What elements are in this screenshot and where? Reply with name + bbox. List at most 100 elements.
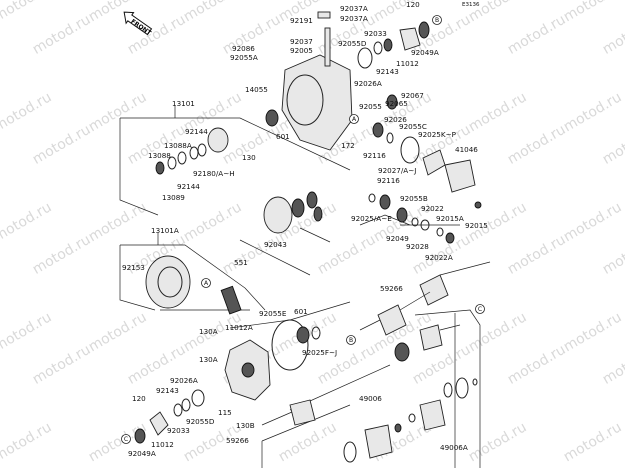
part-label: 120 — [132, 394, 146, 403]
watermark: motod.ru — [600, 232, 625, 278]
part-label: 11012 — [151, 440, 174, 449]
watermark: motod.ru — [86, 309, 150, 355]
part-label: 92055D — [338, 39, 367, 48]
watermark: motod.ru — [30, 342, 94, 388]
part-label: 92026A — [170, 376, 198, 385]
part-label: 92116 — [377, 176, 400, 185]
part-labels: 92191 92037A 92037A 92037 92005 92086 92… — [122, 0, 488, 458]
watermark: motod.ru — [0, 419, 54, 465]
part-label: 92033 — [364, 29, 387, 38]
svg-text:C: C — [124, 436, 128, 443]
part-label: 92049A — [128, 449, 156, 458]
watermark: motod.ru — [220, 232, 284, 278]
part-label: 92037 — [290, 37, 313, 46]
part-label: 13088A — [164, 141, 192, 150]
watermark: motod.ru — [505, 122, 569, 168]
callout-b: B — [346, 335, 356, 345]
svg-text:A: A — [352, 116, 357, 123]
watermark: motod.ru — [561, 89, 625, 135]
part-label: 130 — [242, 153, 256, 162]
part-label: 92086 — [232, 44, 255, 53]
rear-cover — [224, 339, 271, 401]
part-label: 92055B — [400, 194, 428, 203]
part-label: 41046 — [455, 145, 478, 154]
part-label: 92025/A~E — [351, 214, 392, 223]
watermark: motod.ru — [600, 12, 625, 58]
part-label: 13101A — [151, 226, 179, 235]
callout-a: A — [349, 114, 359, 124]
watermark: motod.ru — [561, 309, 625, 355]
watermark: motod.ru — [86, 89, 150, 135]
part-label: 92022 — [421, 204, 444, 213]
part-label: 130B — [236, 421, 255, 430]
part-label: 92033 — [167, 426, 190, 435]
diagram-code: E3136 — [462, 2, 480, 8]
part-label: 92025F~J — [302, 348, 337, 357]
watermark: motod.ru — [86, 199, 150, 245]
part-label: 92180/A~H — [193, 169, 235, 178]
part-label: 49006 — [359, 394, 382, 403]
watermark: motod.ru — [315, 232, 379, 278]
part-label: 92028 — [406, 242, 429, 251]
differential-assembly — [263, 191, 331, 243]
part-label: 92049 — [386, 234, 409, 243]
part-label: 92005 — [290, 46, 313, 55]
part-label: 92067 — [401, 91, 424, 100]
part-label: 59266 — [380, 284, 403, 293]
part-label: 601 — [294, 307, 308, 316]
part-label: 92026 — [384, 115, 407, 124]
part-label: 92144 — [185, 127, 208, 136]
pinion-gear — [220, 285, 242, 315]
watermark: motod.ru — [561, 0, 625, 25]
group-bracket-13101 — [119, 106, 351, 276]
watermark: motod.ru — [466, 309, 530, 355]
part-label: 92055A — [230, 53, 258, 62]
drive-shaft-59266 — [359, 261, 491, 336]
drive-shaft-lower — [261, 324, 461, 426]
part-label: 92055C — [399, 122, 427, 131]
watermark: motod.ru — [181, 199, 245, 245]
watermark: motod.ru — [30, 232, 94, 278]
part-label: 11012A — [225, 323, 253, 332]
cv-boot-49006a — [408, 377, 478, 431]
part-label: 92143 — [156, 386, 179, 395]
bearing-housing-41046 — [444, 159, 476, 193]
part-label: 92022A — [425, 253, 453, 262]
callout-c: C — [475, 304, 485, 314]
callout-c: C — [121, 434, 131, 444]
watermark: motod.ru — [505, 232, 569, 278]
watermark: motod.ru — [561, 419, 625, 465]
part-label: 92027/A~J — [378, 166, 416, 175]
watermark: motod.ru — [410, 342, 474, 388]
part-label: 13089 — [162, 193, 185, 202]
gear-case-housing — [281, 11, 353, 151]
bearing-601 — [265, 109, 279, 127]
watermark: motod.ru — [505, 12, 569, 58]
watermark: motod.ru — [30, 122, 94, 168]
svg-text:A: A — [204, 280, 209, 287]
part-label: 92065 — [385, 99, 408, 108]
part-label: 551 — [234, 258, 248, 267]
part-label: 601 — [276, 132, 290, 141]
part-label: 14055 — [245, 85, 268, 94]
part-label: 92144 — [177, 182, 200, 191]
part-label: 11012 — [396, 59, 419, 68]
svg-text:B: B — [349, 337, 353, 344]
watermark: motod.ru — [561, 199, 625, 245]
watermark: motod.ru — [0, 0, 54, 25]
part-label: 92191 — [290, 16, 313, 25]
watermark: motod.ru — [30, 12, 94, 58]
part-label: 92015 — [465, 221, 488, 230]
part-label: 92055 — [359, 102, 382, 111]
part-label: 92049A — [411, 48, 439, 57]
part-label: 92116 — [363, 151, 386, 160]
callout-b: B — [432, 15, 442, 25]
part-label: 92025K~P — [418, 130, 457, 139]
part-label: 59266 — [226, 436, 249, 445]
part-label: 120 — [406, 0, 420, 9]
watermark: motod.ru — [505, 342, 569, 388]
watermark: motod.ru — [276, 419, 340, 465]
part-label: 172 — [341, 141, 355, 150]
part-label: 115 — [218, 408, 232, 417]
